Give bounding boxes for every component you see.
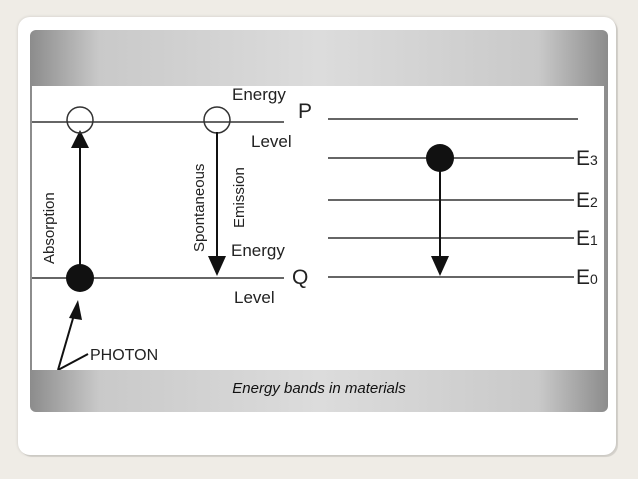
electron-e3 [426,144,454,172]
energy-bottom-label: Energy [231,241,285,260]
electron-hole-top-mid [203,106,231,134]
level-bottom-label: Level [234,288,275,307]
electron-hole-top-left [66,106,94,134]
photon-arrowhead [69,300,82,320]
level-p-label: P [298,100,312,123]
absorption-arrowhead [71,130,89,148]
electron-q [66,264,94,292]
level-e0-label: E0 [576,266,598,289]
emission-arrowhead [208,256,226,276]
energy-top-label: Energy [232,86,286,104]
photon-label: PHOTON [90,347,158,364]
photon-arrow-2 [57,353,89,370]
level-e2-label: E2 [576,189,598,212]
spontaneous-label: Spontaneous [191,164,208,252]
level-e3-label: E3 [576,147,598,170]
level-e1-label: E1 [576,227,598,250]
level-top-label: Level [251,132,292,151]
emission-label: Emission [231,167,248,228]
energy-band-diagram: Absorption Spontaneous Emission Energy P… [32,86,604,370]
level-q-label: Q [292,266,308,289]
absorption-label: Absorption [41,192,58,264]
figure-caption: Energy bands in materials [232,380,406,397]
transition-arrowhead [431,256,449,276]
